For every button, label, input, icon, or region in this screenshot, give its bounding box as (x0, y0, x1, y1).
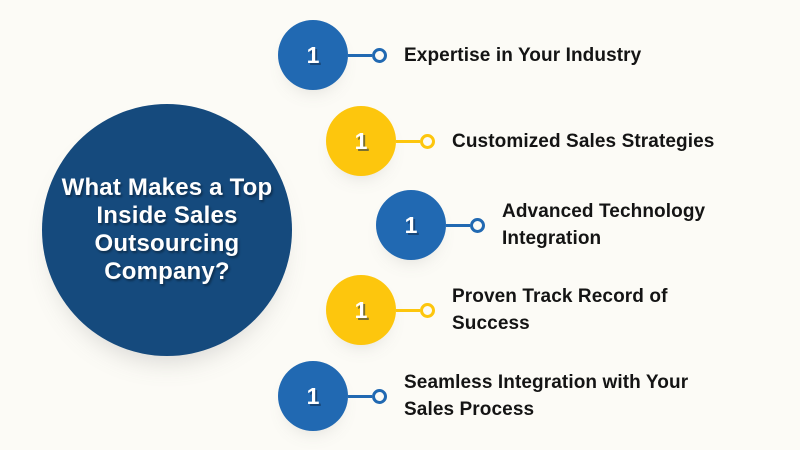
number-bubble: 1 (326, 275, 396, 345)
number-bubble: 1 (326, 106, 396, 176)
connector-line (348, 394, 372, 398)
connector-ring-icon (372, 47, 387, 63)
connector-ring-icon (372, 388, 387, 404)
bubble-number: 1 (354, 127, 368, 154)
title-line: Outsourcing (94, 230, 240, 257)
connector-line (348, 53, 372, 57)
bubble-number: 1 (306, 41, 320, 68)
connector-ring-icon (420, 302, 435, 318)
feature-item: 1 Expertise in Your Industry (278, 20, 641, 90)
feature-label: Advanced Technology Integration (502, 201, 706, 249)
title-line: Inside Sales (96, 202, 238, 229)
number-bubble: 1 (278, 361, 348, 431)
connector-ring-icon (420, 133, 435, 149)
bubble-number: 1 (354, 296, 368, 323)
bubble-number: 1 (404, 211, 418, 238)
feature-item: 1 Advanced Technology Integration (376, 190, 732, 260)
connector-ring-icon (470, 217, 485, 233)
feature-item: 1 Customized Sales Strategies (326, 106, 714, 176)
title-circle: What Makes a Top Inside Sales Outsourcin… (42, 104, 292, 356)
feature-label: Customized Sales Strategies (452, 130, 715, 152)
connector-line (396, 308, 420, 312)
feature-item: 1 Seamless Integration with Your Sales P… (278, 361, 716, 431)
feature-label: Proven Track Record of Success (452, 286, 668, 334)
feature-label: Expertise in Your Industry (404, 44, 642, 66)
connector-line (446, 223, 470, 227)
connector-line (396, 139, 420, 143)
feature-item: 1 Proven Track Record of Success (326, 275, 692, 345)
title-line: What Makes a Top (61, 174, 273, 201)
feature-label: Seamless Integration with Your Sales Pro… (404, 372, 689, 420)
title-line: Company? (104, 258, 230, 285)
page-title: What Makes a Top Inside Sales Outsourcin… (62, 174, 273, 286)
bubble-number: 1 (306, 382, 320, 409)
number-bubble: 1 (278, 20, 348, 90)
number-bubble: 1 (376, 190, 446, 260)
